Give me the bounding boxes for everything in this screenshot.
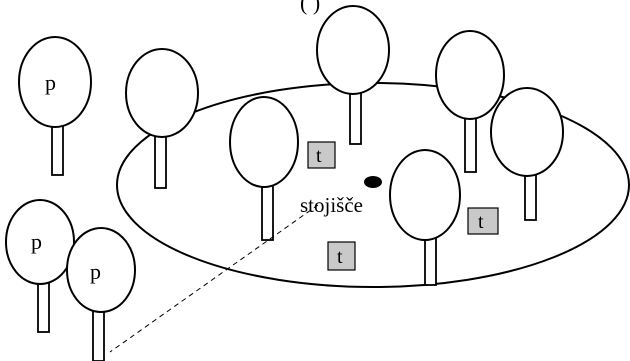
tree-6 [490,87,564,221]
tree-label: p [45,70,56,95]
marker-t-1: t [307,141,336,169]
marker-t-2: t [327,241,356,271]
marker-label: t [316,145,322,167]
top-text-fragment: ( ) [300,0,320,15]
tree-1: p [18,36,92,176]
tree-8: p [5,199,75,333]
stand-point [364,176,382,188]
marker-t-3: t [467,207,499,235]
tree-5 [435,30,505,173]
tree-3 [229,96,299,241]
tree-4 [316,5,390,145]
tree-9: p [66,227,136,361]
tree-label: p [90,259,101,284]
stand-label: stojišče [300,193,363,217]
marker-label: t [337,246,343,268]
sight-line [109,204,319,353]
marker-label: t [478,211,484,233]
tree-2 [125,48,199,189]
tree-label: p [31,229,42,254]
tree-7 [389,149,461,286]
